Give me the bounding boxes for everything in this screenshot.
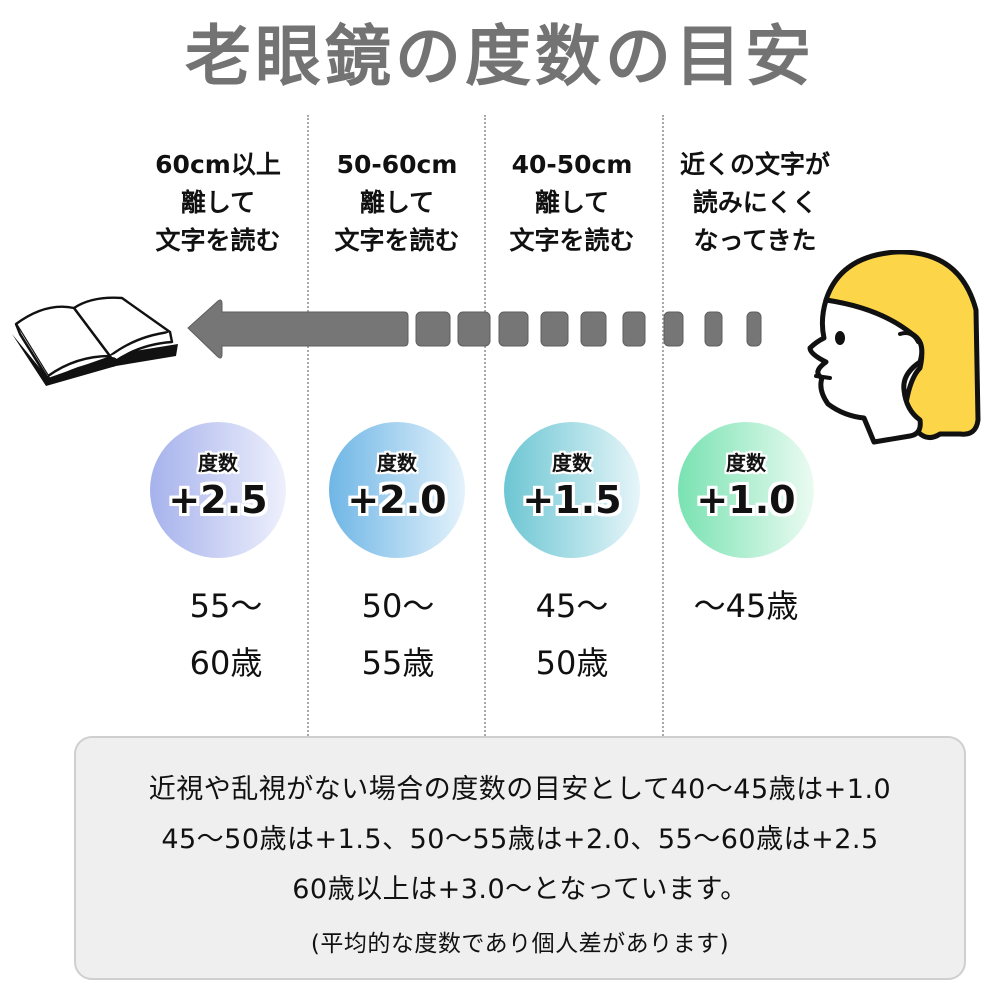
note-box: 近視や乱視がない場合の度数の目安として40〜45歳は+1.0 45〜50歳は+1…	[74, 736, 966, 980]
distance-text-col4: 近くの文字が 読みにくく なってきた	[665, 146, 845, 260]
age-line: 〜45歳	[693, 587, 799, 625]
power-badge-1.0: 度数 +1.0	[678, 422, 814, 558]
age-range-col2: 50〜 55歳	[313, 578, 483, 692]
column-divider	[662, 115, 664, 736]
distance-line: 近くの文字が	[679, 150, 830, 179]
power-badge-label: 度数	[377, 451, 417, 475]
column-divider	[307, 115, 309, 736]
note-line-3: 60歳以上は+3.0〜となっています。	[292, 874, 748, 905]
page-title: 老眼鏡の度数の目安	[185, 18, 815, 95]
age-range-col1: 55〜 60歳	[141, 578, 311, 692]
distance-line: 文字を読む	[509, 226, 635, 255]
distance-line: 文字を読む	[334, 226, 460, 255]
open-book-icon	[12, 296, 178, 386]
power-badge-value: +1.5	[522, 478, 622, 522]
distance-line: 50-60cm	[336, 150, 458, 179]
distance-line: なってきた	[693, 226, 817, 255]
power-badge-value: +2.0	[347, 478, 447, 522]
age-line: 55〜	[189, 587, 263, 625]
power-badge-label: 度数	[726, 451, 766, 475]
note-line-1: 近視や乱視がない場合の度数の目安として40〜45歳は+1.0	[148, 774, 892, 805]
age-line: 45〜	[535, 587, 609, 625]
age-line: 50〜	[361, 587, 435, 625]
distance-line: 60cm以上	[155, 150, 281, 179]
power-badge-1.5: 度数 +1.5	[504, 422, 640, 558]
woman-profile-icon	[807, 250, 981, 445]
distance-text-col2: 50-60cm 離して 文字を読む	[307, 146, 487, 260]
distance-text-col3: 40-50cm 離して 文字を読む	[482, 146, 662, 260]
age-range-col4: 〜45歳	[661, 578, 831, 635]
power-badge-label: 度数	[198, 451, 238, 475]
left-arrow-icon	[187, 299, 762, 359]
column-divider	[484, 115, 486, 736]
note-disclaimer: (平均的な度数であり個人差があります)	[310, 931, 730, 957]
power-badge-value: +2.5	[168, 478, 268, 522]
distance-text-col1: 60cm以上 離して 文字を読む	[128, 146, 308, 260]
distance-line: 40-50cm	[511, 150, 633, 179]
power-badge-label: 度数	[552, 451, 592, 475]
distance-line: 読みにくく	[692, 188, 818, 217]
power-badge-2.0: 度数 +2.0	[329, 422, 465, 558]
age-line: 50歳	[535, 644, 609, 682]
power-badge-value: +1.0	[696, 478, 796, 522]
age-line: 60歳	[189, 644, 263, 682]
note-line-2: 45〜50歳は+1.5、50〜55歳は+2.0、55〜60歳は+2.5	[161, 824, 879, 855]
distance-line: 文字を読む	[155, 226, 281, 255]
distance-line: 離して	[359, 188, 435, 217]
power-badge-2.5: 度数 +2.5	[150, 422, 286, 558]
distance-line: 離して	[534, 188, 610, 217]
distance-line: 離して	[180, 188, 256, 217]
age-range-col3: 45〜 50歳	[487, 578, 657, 692]
age-line: 55歳	[361, 644, 435, 682]
